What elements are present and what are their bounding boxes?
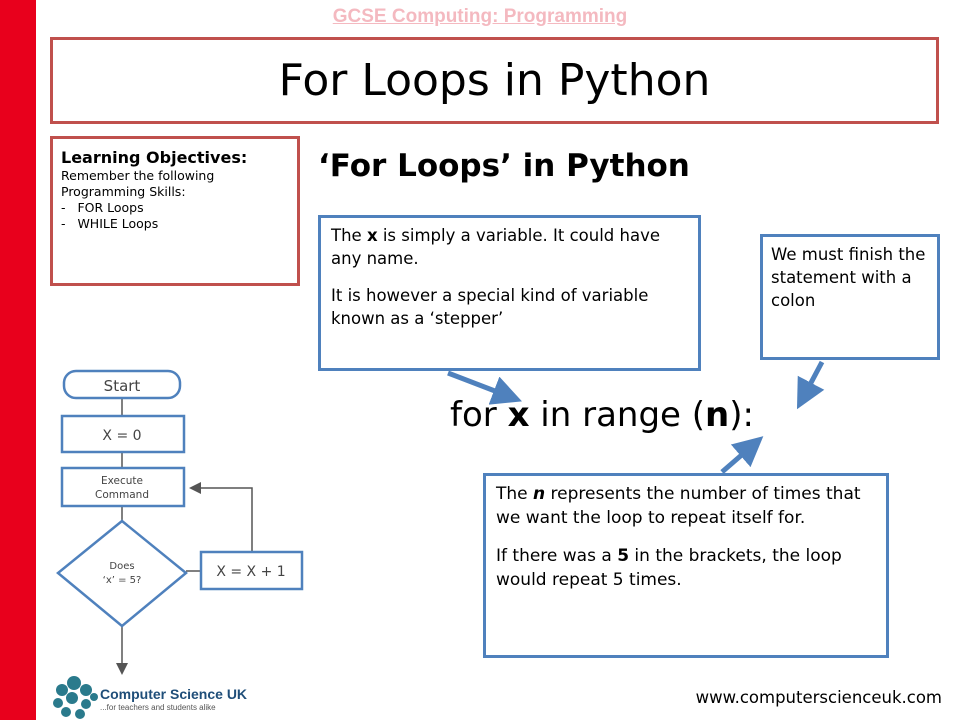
init-process-box	[60, 414, 186, 454]
objectives-intro-2: Programming Skills:	[61, 184, 186, 199]
for-loop-code: for x in range (n):	[450, 395, 754, 435]
callout-colon: We must finish the statement with a colo…	[760, 234, 940, 360]
text-segment: The	[496, 484, 534, 504]
slide-title: For Loops in Python	[50, 37, 939, 124]
arrow-to-colon	[796, 360, 825, 410]
callout-n: The n represents the number of times tha…	[483, 473, 889, 658]
callout-variable-line2: It is however a special kind of variable…	[331, 286, 649, 328]
section-title: ‘For Loops’ in Python	[318, 148, 690, 184]
objective-item: WHILE Loops	[61, 216, 289, 232]
bold-variable: x	[366, 226, 378, 245]
text-segment: If there was a	[496, 546, 618, 566]
code-variable: x	[507, 395, 530, 435]
header-link[interactable]: GCSE Computing: Programming	[332, 6, 628, 27]
execute-label-2: Command	[95, 489, 149, 501]
decision-label-1: Does	[109, 561, 134, 572]
start-label: Start	[104, 377, 141, 395]
logo-title: Computer Science UK	[100, 686, 248, 702]
decision-label-2: ‘x’ = 5?	[103, 575, 142, 586]
callout-variable-line1: The x is simply a variable. It could hav…	[331, 224, 688, 270]
logo-tagline: ...for teachers and students alike	[100, 703, 216, 712]
text-segment: represents the number of times that we w…	[496, 484, 861, 528]
start-terminator	[62, 369, 182, 400]
bold-argument: n	[533, 484, 546, 504]
increment-label: X = X + 1	[216, 564, 285, 580]
loop-back-arrow	[189, 482, 253, 552]
computer-science-uk-logo-icon	[53, 676, 98, 719]
callout-colon-text: We must finish the statement with a colo…	[771, 245, 926, 310]
text-segment: in the brackets, the loop would repeat 5…	[496, 546, 842, 590]
callout-variable: The x is simply a variable. It could hav…	[318, 215, 701, 371]
text-segment: The	[331, 226, 367, 245]
code-end: ):	[729, 395, 754, 435]
slide-title-text: For Loops in Python	[278, 55, 711, 106]
objectives-heading: Learning Objectives:	[61, 148, 248, 167]
code-argument: n	[705, 395, 730, 435]
arrow-to-argument	[720, 436, 764, 474]
decision-diamond	[56, 519, 188, 628]
bold-number: 5	[617, 546, 630, 566]
red-sidebar-bar	[0, 0, 36, 720]
objective-item: FOR Loops	[61, 200, 289, 216]
code-range: in range (	[529, 395, 706, 435]
learning-objectives-box: Learning Objectives: Remember the follow…	[50, 136, 300, 286]
callout-n-line1: The n represents the number of times tha…	[496, 482, 876, 530]
execute-process-box	[60, 466, 186, 508]
website-link[interactable]: www.computerscienceuk.com	[695, 688, 942, 707]
callout-n-line2: If there was a 5 in the brackets, the lo…	[496, 544, 876, 592]
execute-label-1: Execute	[101, 475, 143, 487]
init-label: X = 0	[102, 428, 141, 444]
increment-process-box	[199, 550, 304, 591]
objectives-list: FOR Loops WHILE Loops	[61, 200, 289, 232]
arrow-to-variable	[447, 370, 523, 405]
text-segment: is simply a variable. It could have any …	[331, 226, 660, 268]
objectives-intro-1: Remember the following	[61, 168, 215, 183]
